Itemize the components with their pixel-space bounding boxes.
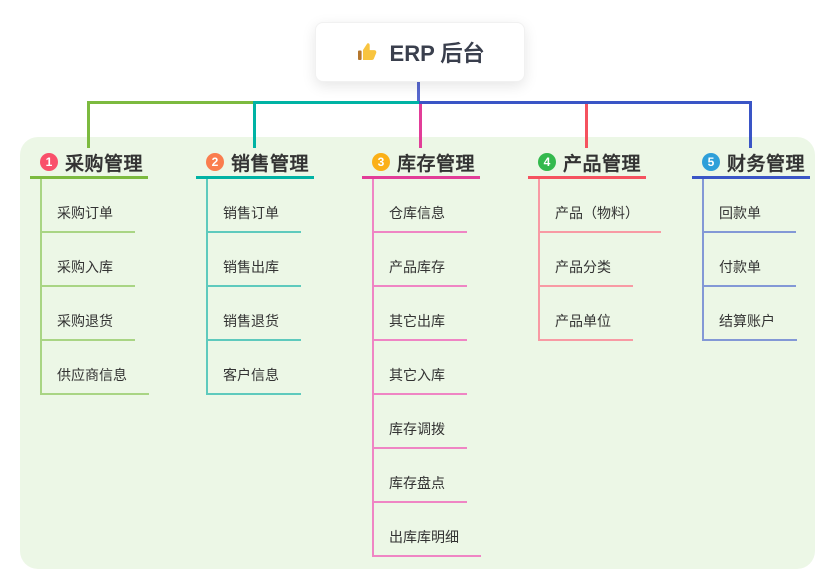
root-connector-line	[417, 80, 420, 101]
branch-drop-line-1	[87, 101, 90, 148]
branch-column-1: 1 采购管理采购订单采购入库采购退货供应商信息	[30, 148, 149, 395]
child-node[interactable]: 回款单	[704, 179, 796, 233]
child-node[interactable]: 产品单位	[540, 287, 633, 341]
branch-drop-line-3	[419, 101, 422, 148]
branch-column-4: 4 产品管理产品（物料）产品分类产品单位	[528, 148, 661, 341]
branch-number-badge: 1	[40, 153, 58, 171]
branches-background-panel	[20, 137, 815, 569]
child-node[interactable]: 其它入库	[374, 341, 467, 395]
branch-column-5: 5 财务管理回款单付款单结算账户	[692, 148, 810, 341]
branch-number-badge: 4	[538, 153, 556, 171]
child-node[interactable]: 采购订单	[42, 179, 135, 233]
child-node[interactable]: 库存调拨	[374, 395, 467, 449]
branch-children-group: 采购订单采购入库采购退货供应商信息	[40, 179, 149, 395]
branch-label: 库存管理	[397, 153, 476, 175]
bus-segment-1	[87, 101, 256, 104]
root-node-erp[interactable]: ERP 后台	[315, 22, 525, 82]
branch-children-group: 回款单付款单结算账户	[702, 179, 797, 341]
child-node[interactable]: 产品库存	[374, 233, 467, 287]
branch-header-3[interactable]: 3 库存管理	[362, 148, 480, 179]
child-node[interactable]: 采购退货	[42, 287, 135, 341]
branch-number-badge: 5	[702, 153, 720, 171]
branch-header-4[interactable]: 4 产品管理	[528, 148, 646, 179]
branch-column-2: 2 销售管理销售订单销售出库销售退货客户信息	[196, 148, 314, 395]
child-node[interactable]: 出库库明细	[374, 503, 481, 557]
child-node[interactable]: 仓库信息	[374, 179, 467, 233]
branch-children-group: 产品（物料）产品分类产品单位	[538, 179, 661, 341]
child-node[interactable]: 客户信息	[208, 341, 301, 395]
branch-label: 销售管理	[231, 153, 310, 175]
child-node[interactable]: 产品（物料）	[540, 179, 661, 233]
bus-segment-2	[253, 101, 422, 104]
child-node[interactable]: 销售出库	[208, 233, 301, 287]
branch-header-5[interactable]: 5 财务管理	[692, 148, 810, 179]
thumbs-up-icon	[356, 40, 380, 64]
branch-label: 采购管理	[65, 153, 144, 175]
branch-label: 财务管理	[727, 153, 806, 175]
branch-header-2[interactable]: 2 销售管理	[196, 148, 314, 179]
branch-number-badge: 3	[372, 153, 390, 171]
child-node[interactable]: 采购入库	[42, 233, 135, 287]
branch-column-3: 3 库存管理仓库信息产品库存其它出库其它入库库存调拨库存盘点出库库明细	[362, 148, 481, 557]
child-node[interactable]: 其它出库	[374, 287, 467, 341]
branch-label: 产品管理	[563, 153, 642, 175]
branch-number-badge: 2	[206, 153, 224, 171]
child-node[interactable]: 产品分类	[540, 233, 633, 287]
root-node-title: ERP 后台	[389, 41, 485, 66]
child-node[interactable]: 销售订单	[208, 179, 301, 233]
branch-children-group: 销售订单销售出库销售退货客户信息	[206, 179, 301, 395]
branch-drop-line-5	[749, 101, 752, 148]
branch-header-1[interactable]: 1 采购管理	[30, 148, 148, 179]
bus-segment-3	[419, 101, 752, 104]
branch-children-group: 仓库信息产品库存其它出库其它入库库存调拨库存盘点出库库明细	[372, 179, 481, 557]
child-node[interactable]: 付款单	[704, 233, 796, 287]
child-node[interactable]: 库存盘点	[374, 449, 467, 503]
child-node[interactable]: 销售退货	[208, 287, 301, 341]
branch-drop-line-4	[585, 101, 588, 148]
child-node[interactable]: 供应商信息	[42, 341, 149, 395]
child-node[interactable]: 结算账户	[704, 287, 797, 341]
branch-drop-line-2	[253, 101, 256, 148]
